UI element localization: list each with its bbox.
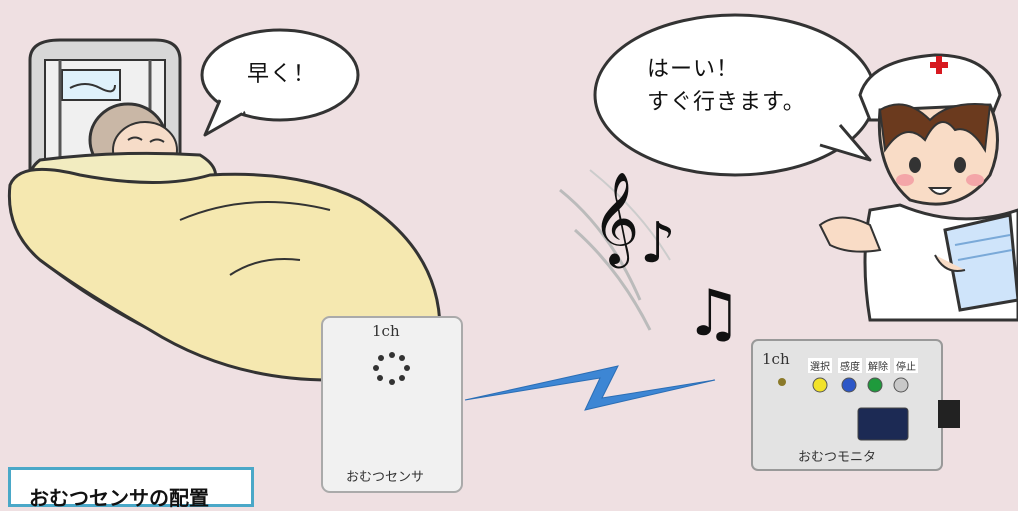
patient-speech-bubble — [200, 28, 360, 137]
monitor-button-label-stop: 停止 — [894, 358, 918, 373]
nurse-figure — [818, 53, 1018, 322]
caption-text: おむつセンサの配置 — [29, 486, 209, 510]
music-notes-icon: 𝄞 ♪ ♫ — [559, 169, 742, 351]
sensor-channel-label: 1ch — [372, 322, 400, 340]
svg-text:𝄞: 𝄞 — [592, 171, 639, 268]
svg-text:♪: ♪ — [640, 211, 676, 276]
patient-speech-text: 早く！ — [247, 62, 317, 87]
nurse-speech-line-2: すぐ行きます。 — [647, 90, 806, 115]
monitor-channel-label: 1ch — [762, 350, 790, 368]
nurse-speech-line-1: はーい！ — [647, 57, 740, 82]
monitor-button-label-select: 選択 — [808, 358, 832, 373]
monitor-button-label-release: 解除 — [866, 358, 890, 373]
monitor-button-label-sensitivity: 感度 — [838, 358, 862, 373]
caption-box: おむつセンサの配置 — [8, 467, 254, 510]
wireless-signal-icon — [464, 365, 716, 411]
sensor-product-label: おむつセンサ — [346, 470, 425, 485]
svg-text:♫: ♫ — [685, 277, 742, 351]
monitor-product-label: おむつモニタ — [798, 450, 877, 465]
diaper-sensor-device — [321, 316, 463, 493]
